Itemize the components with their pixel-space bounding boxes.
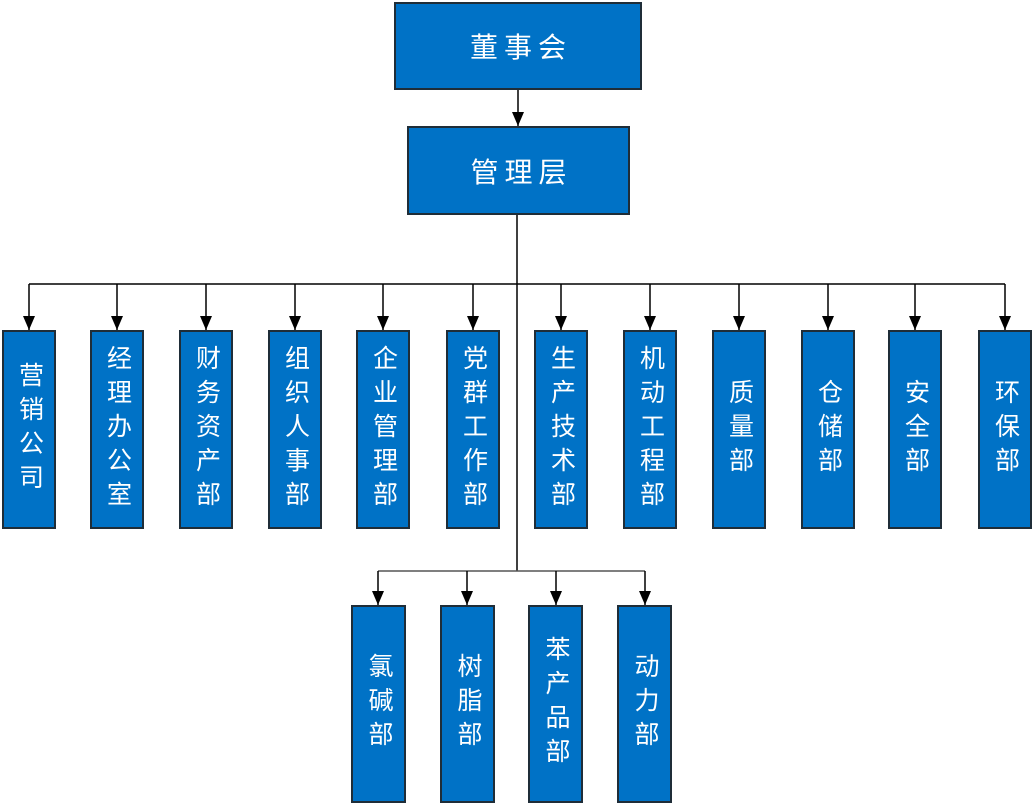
- org-box-label: 机动工程部: [636, 344, 664, 515]
- org-box-label: 动力部: [631, 653, 658, 755]
- org-box-general-manager-office: 经理办公室: [90, 330, 144, 529]
- org-box-label: 树脂部: [454, 653, 481, 755]
- org-box-board-of-directors: 董事会: [394, 2, 642, 90]
- org-box-power-dept: 动力部: [617, 605, 672, 803]
- org-box-label: 财务资产部: [192, 344, 220, 515]
- org-box-enterprise-management-dept: 企业管理部: [356, 330, 410, 529]
- org-box-label: 环保部: [991, 378, 1019, 481]
- org-box-organization-personnel-dept: 组织人事部: [268, 330, 322, 529]
- org-box-chlor-alkali-dept: 氯碱部: [351, 605, 406, 803]
- org-box-label: 生产技术部: [547, 344, 575, 515]
- org-box-label: 营销公司: [15, 361, 43, 498]
- org-box-management: 管理层: [407, 126, 630, 215]
- org-box-finance-assets-dept: 财务资产部: [179, 330, 233, 529]
- org-box-label: 安全部: [901, 378, 929, 481]
- org-box-environmental-protection-dept: 环保部: [978, 330, 1032, 529]
- org-box-benzene-products-dept: 苯产品部: [528, 605, 583, 803]
- org-box-label: 氯碱部: [365, 653, 392, 755]
- org-box-label: 董事会: [469, 33, 572, 64]
- org-box-resin-dept: 树脂部: [440, 605, 495, 803]
- org-box-party-mass-work-dept: 党群工作部: [446, 330, 500, 529]
- org-box-label: 组织人事部: [281, 344, 309, 515]
- org-box-label: 企业管理部: [369, 344, 397, 515]
- org-box-safety-dept: 安全部: [888, 330, 942, 529]
- org-box-mechanical-engineering-dept: 机动工程部: [623, 330, 677, 529]
- org-box-production-technology-dept: 生产技术部: [534, 330, 588, 529]
- org-box-label: 质量部: [725, 378, 753, 481]
- org-box-label: 经理办公室: [103, 344, 131, 515]
- org-box-warehousing-dept: 仓储部: [801, 330, 855, 529]
- org-box-marketing-company: 营销公司: [2, 330, 56, 529]
- org-box-quality-dept: 质量部: [712, 330, 766, 529]
- org-box-label: 党群工作部: [459, 344, 487, 515]
- org-box-label: 管理层: [470, 157, 573, 189]
- org-box-label: 仓储部: [814, 378, 842, 481]
- org-box-label: 苯产品部: [542, 636, 569, 772]
